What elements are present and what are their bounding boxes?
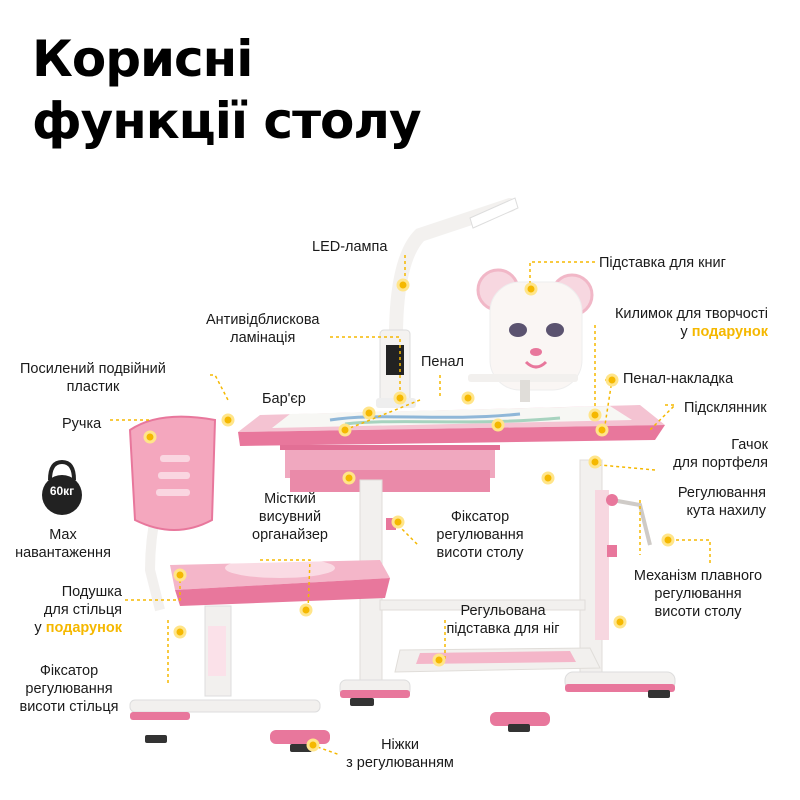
- label-craft-mat-line1: Килимок для творчості: [614, 306, 768, 322]
- label-handle: Ручка: [62, 416, 102, 432]
- label-chair-height-lock: Фіксатор регулювання висоти стільця: [4, 662, 134, 716]
- label-desk-height-lock: Фіксатор регулювання висоти столу: [410, 508, 550, 562]
- label-smooth-mechanism-line1: Механізм плавного: [633, 568, 763, 584]
- desk: [238, 405, 676, 732]
- label-craft-mat: Килимок для творчості у подарунок: [602, 305, 768, 341]
- label-legs-line1: Ніжки: [381, 737, 419, 753]
- label-tilt-adjust: Регулювання кута нахилу: [640, 484, 766, 520]
- page-title: Корисні функції столу: [32, 28, 422, 152]
- callout-lines: [110, 255, 711, 756]
- weight-badge-label: 60кг: [49, 484, 75, 498]
- label-smooth-mechanism-line3: висоти столу: [654, 604, 742, 620]
- label-max-load: Max навантаження: [4, 526, 122, 562]
- title-line-2: функції столу: [32, 92, 422, 150]
- label-pencil-case: Пенал: [421, 354, 465, 370]
- label-tilt-adjust-line1: Регулювання: [677, 485, 766, 501]
- label-craft-mat-line2: у подарунок: [602, 323, 768, 341]
- label-bag-hook: Гачок для портфеля: [660, 436, 768, 472]
- label-cushion-prefix: у: [34, 620, 46, 636]
- label-footrest: Регульована підставка для ніг: [428, 602, 578, 638]
- kettlebell-icon: [42, 459, 82, 515]
- label-cup-holder: Підсклянник: [684, 400, 767, 416]
- label-footrest-line2: підставка для ніг: [446, 621, 560, 637]
- label-footrest-line1: Регульована: [460, 603, 546, 619]
- label-anti-glare: Антивідблискова ламінація: [206, 311, 319, 347]
- label-pencil-overlay: Пенал-накладка: [623, 371, 734, 387]
- label-chair-height-lock-line2: регулювання: [25, 681, 113, 697]
- label-book-stand: Підставка для книг: [599, 255, 726, 271]
- label-max-load-line2: навантаження: [15, 545, 111, 561]
- label-tilt-adjust-line2: кута нахилу: [686, 503, 766, 519]
- title-line-1: Корисні: [32, 30, 253, 88]
- callout-dots: [143, 278, 675, 752]
- label-organizer-line2: висувний: [258, 509, 322, 525]
- label-cushion-line2: для стільця: [43, 602, 122, 618]
- label-barrier: Бар'єр: [262, 391, 306, 407]
- label-cushion-gift: подарунок: [45, 620, 122, 636]
- label-smooth-mechanism: Механізм плавного регулювання висоти сто…: [628, 567, 768, 621]
- label-craft-mat-gift: подарунок: [691, 324, 768, 340]
- chair: [128, 415, 390, 752]
- label-smooth-mechanism-line2: регулювання: [654, 586, 742, 602]
- label-bag-hook-line1: Гачок: [731, 437, 768, 453]
- label-max-load-line1: Max: [49, 527, 77, 543]
- label-chair-height-lock-line3: висоти стільця: [19, 699, 119, 715]
- label-organizer-line1: Місткий: [264, 491, 316, 507]
- label-anti-glare-line2: ламінація: [230, 330, 296, 346]
- label-reinforced-plastic: Посилений подвійний пластик: [20, 360, 166, 396]
- label-organizer-line3: органайзер: [252, 527, 328, 543]
- label-reinforced-plastic-line2: пластик: [66, 379, 120, 395]
- label-cushion: Подушка для стільця у подарунок: [10, 583, 122, 637]
- label-anti-glare-line1: Антивідблискова: [206, 312, 320, 328]
- label-cushion-line1: Подушка: [61, 584, 122, 600]
- book-stand: [468, 268, 594, 402]
- label-bag-hook-line2: для портфеля: [673, 455, 768, 471]
- label-legs: Ніжки з регулюванням: [325, 736, 475, 772]
- label-desk-height-lock-line3: висоти столу: [436, 545, 524, 561]
- label-chair-height-lock-line1: Фіксатор: [39, 663, 99, 679]
- label-reinforced-plastic-line1: Посилений подвійний: [20, 361, 166, 377]
- label-craft-mat-prefix: у: [680, 324, 692, 340]
- label-cushion-line3: у подарунок: [10, 619, 122, 637]
- label-legs-line2: з регулюванням: [346, 755, 454, 771]
- label-desk-height-lock-line2: регулювання: [436, 527, 524, 543]
- label-organizer: Місткий висувний органайзер: [240, 490, 340, 544]
- label-led-lamp: LED-лампа: [312, 239, 388, 255]
- label-desk-height-lock-line1: Фіксатор: [450, 509, 510, 525]
